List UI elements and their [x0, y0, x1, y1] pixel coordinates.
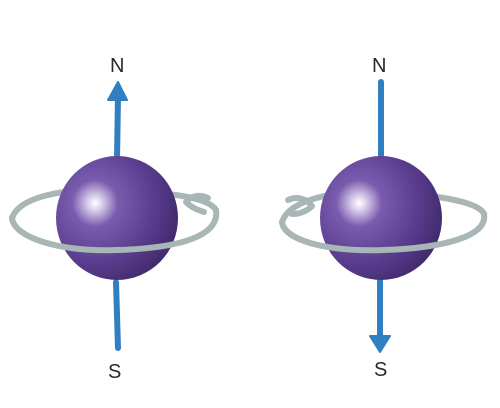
rotation-ring-front — [9, 207, 220, 254]
spin-left: N S — [9, 55, 220, 383]
sphere — [320, 156, 442, 280]
sphere — [56, 156, 178, 280]
north-label: N — [372, 55, 386, 77]
rotation-ring-front — [279, 211, 488, 254]
rotation-arrowhead-icon — [183, 192, 211, 215]
axis-line-bottom — [113, 279, 121, 351]
south-label: S — [108, 361, 121, 383]
down-arrowhead-icon — [369, 335, 391, 353]
up-arrowhead-icon — [107, 81, 128, 101]
south-label: S — [374, 359, 387, 381]
rotation-arrowhead-icon — [285, 195, 315, 217]
axis-line-top — [114, 93, 121, 163]
spin-right: N S — [279, 55, 488, 381]
north-label: N — [110, 55, 124, 77]
